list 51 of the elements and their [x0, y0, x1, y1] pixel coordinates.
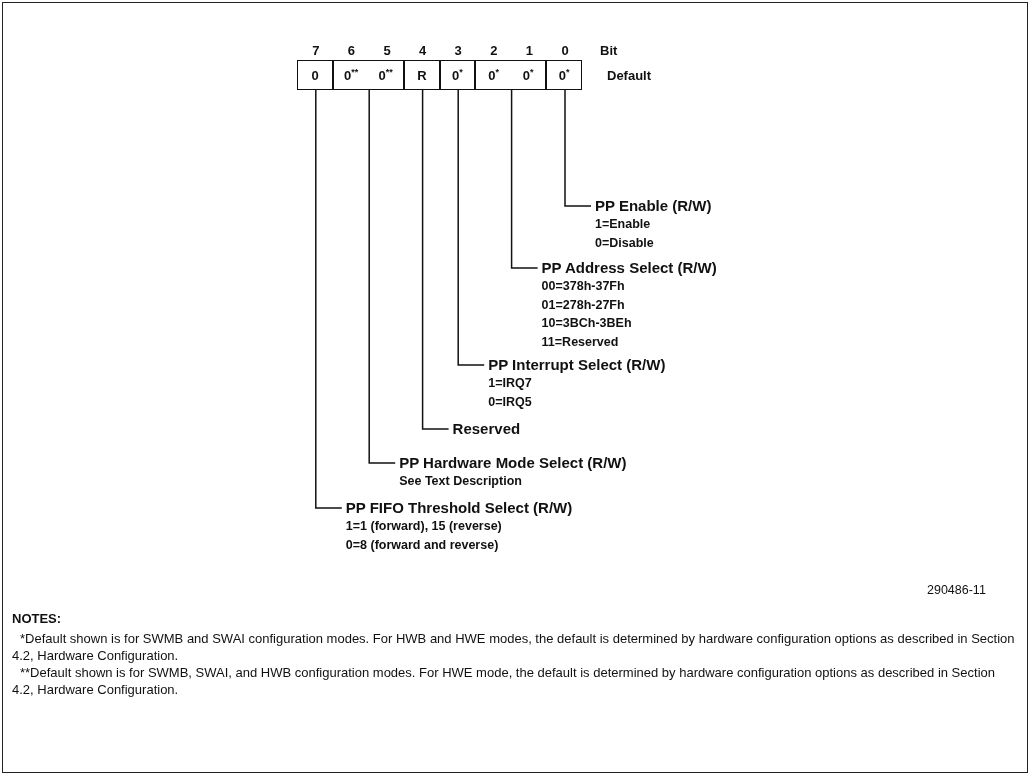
field-value: 1=Enable [595, 216, 652, 233]
row-label: Default [607, 67, 652, 84]
leader-line [368, 89, 396, 464]
field-value: 00=378h-37Fh [541, 278, 626, 295]
field-value: See Text Description [399, 473, 523, 490]
default-value: 0$^{*}$ [452, 66, 463, 84]
bit-number: 2 [490, 42, 498, 59]
default-value: 0$^{**}$ [378, 66, 393, 84]
field-value: 1=IRQ7 [488, 375, 533, 392]
leader-line [510, 89, 539, 269]
field-name: PP Enable (R/W) [595, 197, 712, 215]
default-value: 0 [311, 67, 319, 83]
field-value: 0=8 (forward and reverse) [345, 536, 500, 554]
row-label: Bit [600, 42, 618, 59]
field-value: 10=3BCh-3BEh [541, 315, 633, 332]
register-field [439, 60, 476, 90]
leader-line [315, 89, 343, 509]
leader-line [457, 89, 485, 366]
field-value: 1=1 (forward), 15 (reverse) [345, 518, 503, 535]
note-text: **Default shown is for SWMB, SWAI, and HWB configuration modes. For HWE mode, the default is determined by hardware configuration options as described in Section 4.2, Hardware Configuration. [12, 664, 996, 698]
register-field [404, 60, 440, 90]
field-value: 11=Reserved [541, 333, 620, 351]
bit-number: 7 [312, 42, 320, 59]
register-field [332, 60, 405, 90]
register-field [546, 60, 583, 90]
bit-number: 5 [383, 42, 391, 59]
bit-number: 6 [347, 42, 355, 59]
leader-line [421, 89, 450, 430]
field-value: 0=Disable [595, 234, 655, 252]
bit-number: 3 [454, 42, 462, 59]
default-value: 0$^{**}$ [344, 66, 359, 84]
notes-heading: NOTES: [12, 610, 62, 627]
register-field [475, 60, 547, 90]
default-value: R [417, 67, 427, 83]
field-name: PP Address Select (R/W) [541, 259, 717, 277]
field-name: Reserved [452, 420, 521, 438]
default-value: 0$^{*}$ [522, 66, 534, 84]
bit-number: 1 [525, 42, 533, 59]
field-value: 01=278h-27Fh [541, 296, 626, 314]
field-value: 0=IRQ5 [488, 393, 533, 411]
note-text: *Default shown is for SWMB and SWAI configuration modes. For HWB and HWE modes, the default is determined by hardware configuration options as described in Section 4.2, Hardware Configuration. [12, 630, 1016, 664]
figure-number: 290486-11 [927, 582, 986, 599]
bit-number: 0 [561, 42, 569, 59]
field-name: PP Interrupt Select (R/W) [488, 356, 666, 374]
default-value: 0$^{*}$ [488, 66, 499, 84]
field-name: PP FIFO Threshold Select (R/W) [345, 499, 573, 517]
field-name: PP Hardware Mode Select (R/W) [399, 454, 627, 472]
bit-number: 4 [419, 42, 427, 59]
default-value: 0$^{*}$ [558, 66, 570, 84]
register-field [297, 60, 333, 90]
leader-line [564, 89, 592, 207]
